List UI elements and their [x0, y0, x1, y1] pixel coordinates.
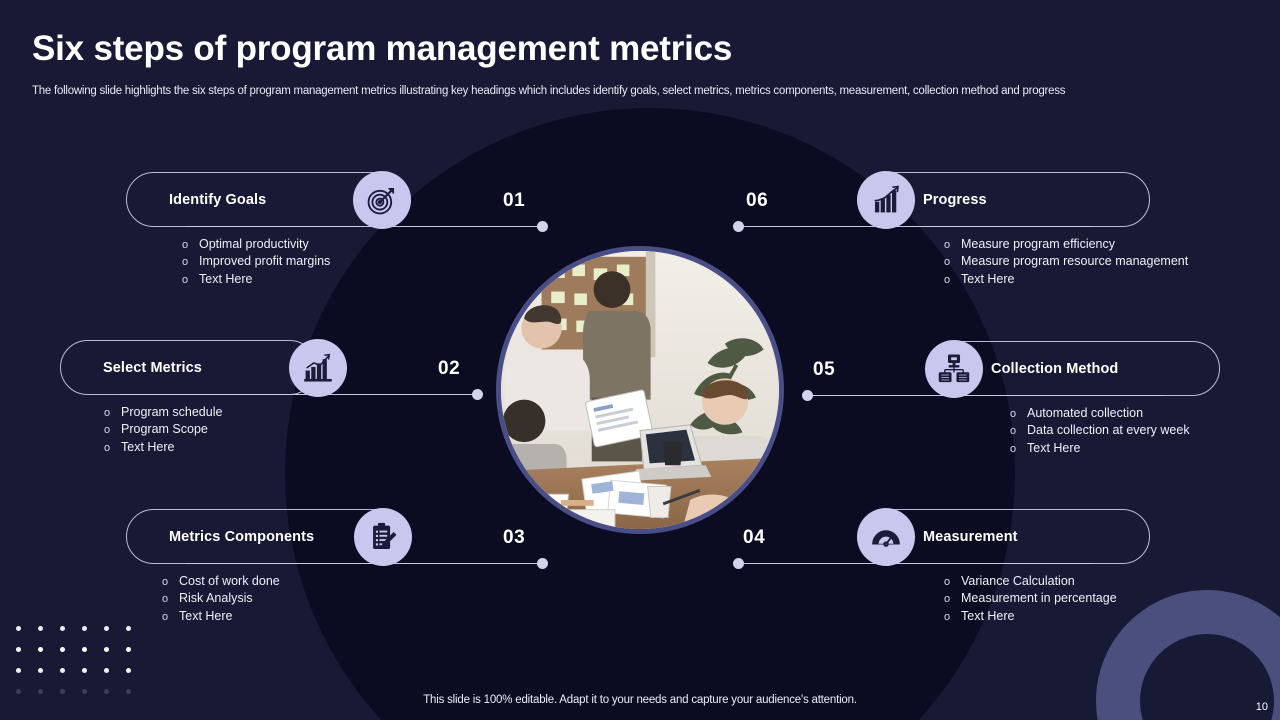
clipboard-pen-icon: [354, 508, 412, 566]
list-item: o Text Here: [104, 439, 222, 456]
list-item: o Data collection at every week: [1010, 422, 1190, 439]
list-item: o Risk Analysis: [162, 590, 280, 607]
step-number: 04: [743, 527, 766, 548]
bullet-marker: o: [1010, 425, 1017, 438]
list-item: o Text Here: [944, 271, 1188, 288]
page-subtitle: The following slide highlights the six s…: [32, 85, 1066, 97]
step-connector-line: [739, 226, 1093, 228]
bullet-marker: o: [1010, 408, 1017, 420]
step-title: Select Metrics: [103, 359, 202, 376]
list-item: o Cost of work done: [162, 573, 280, 590]
list-item: o Text Here: [1010, 440, 1190, 457]
bullet-marker: o: [182, 239, 189, 251]
step-title: Measurement: [923, 528, 1018, 545]
bullet-text: Text Here: [179, 608, 233, 623]
list-item: o Optimal productivity: [182, 236, 330, 253]
list-item: o Improved profit margins: [182, 253, 330, 270]
bullet-marker: o: [944, 256, 951, 269]
page-number: 10: [1255, 701, 1268, 713]
step-title: Metrics Components: [169, 528, 315, 545]
bullet-text: Variance Calculation: [961, 574, 1075, 588]
list-item: o Measure program efficiency: [944, 236, 1188, 253]
step-connector-line: [120, 394, 478, 396]
bullet-marker: o: [944, 576, 951, 588]
step-connector-dot: [537, 221, 548, 232]
step-pill-outline: Select Metrics: [60, 340, 317, 395]
step-connector-dot: [802, 390, 813, 401]
step-title: Identify Goals: [169, 191, 267, 208]
bar-chart-growth-icon: [289, 339, 347, 397]
page-title: Six steps of program management metrics: [32, 29, 733, 68]
bullet-marker: o: [162, 576, 169, 588]
step-connector-dot: [733, 558, 744, 569]
list-item: o Automated collection: [1010, 405, 1190, 422]
step-title: Collection Method: [991, 360, 1119, 377]
team-meeting-photo: [496, 246, 784, 534]
bullet-text: Text Here: [961, 608, 1015, 623]
bullet-marker: o: [104, 441, 111, 454]
bullet-marker: o: [944, 239, 951, 251]
decorative-dot-grid: [16, 618, 148, 702]
bullet-text: Text Here: [121, 439, 175, 454]
list-item: o Program schedule: [104, 404, 222, 421]
list-item: o Text Here: [182, 271, 330, 288]
bullet-marker: o: [104, 407, 111, 419]
step-connector-dot: [472, 389, 483, 400]
list-item: o Variance Calculation: [944, 573, 1117, 590]
bullet-text: Optimal productivity: [199, 237, 309, 251]
bullet-marker: o: [1010, 442, 1017, 455]
bullet-text: Measure program efficiency: [961, 237, 1116, 251]
bullet-text: Data collection at every week: [1027, 423, 1190, 438]
step-connector-line: [808, 395, 1164, 397]
bullet-marker: o: [944, 593, 951, 606]
bullet-marker: o: [182, 256, 189, 269]
bullet-text: Text Here: [961, 271, 1015, 286]
bullet-text: Program Scope: [121, 422, 208, 437]
network-server-icon: [925, 340, 983, 398]
step-number: 06: [746, 190, 769, 211]
bullet-marker: o: [944, 273, 951, 286]
bullet-text: Program schedule: [121, 405, 223, 419]
bullet-marker: o: [162, 593, 169, 606]
step-number: 03: [503, 527, 526, 548]
step-connector-line: [186, 226, 543, 228]
bullet-text: Measure program resource management: [961, 254, 1189, 269]
step-title: Progress: [923, 191, 987, 208]
bullet-text: Risk Analysis: [179, 591, 253, 606]
list-item: o Measure program resource management: [944, 253, 1188, 270]
bullet-marker: o: [104, 424, 111, 437]
bar-chart-arrow-icon: [857, 171, 915, 229]
step-number: 01: [503, 190, 526, 211]
bullet-marker: o: [944, 610, 951, 623]
step-connector-line: [186, 563, 543, 565]
step-connector-line: [739, 563, 1093, 565]
step-connector-dot: [537, 558, 548, 569]
step-connector-dot: [733, 221, 744, 232]
bullet-marker: o: [162, 610, 169, 623]
bullet-text: Measurement in percentage: [961, 591, 1117, 606]
bullet-text: Text Here: [199, 271, 253, 286]
list-item: o Measurement in percentage: [944, 590, 1117, 607]
bullet-text: Automated collection: [1027, 406, 1144, 420]
gauge-icon: [857, 508, 915, 566]
target-icon: [353, 171, 411, 229]
list-item: o Text Here: [162, 608, 280, 625]
list-item: o Program Scope: [104, 421, 222, 438]
footer-note: This slide is 100% editable. Adapt it to…: [423, 694, 857, 706]
bullet-text: Improved profit margins: [199, 254, 331, 269]
bullet-marker: o: [182, 273, 189, 286]
step-number: 05: [813, 359, 836, 380]
list-item: o Text Here: [944, 608, 1117, 625]
step-number: 02: [438, 358, 461, 379]
bullet-text: Cost of work done: [179, 574, 280, 588]
bullet-text: Text Here: [1027, 440, 1081, 455]
